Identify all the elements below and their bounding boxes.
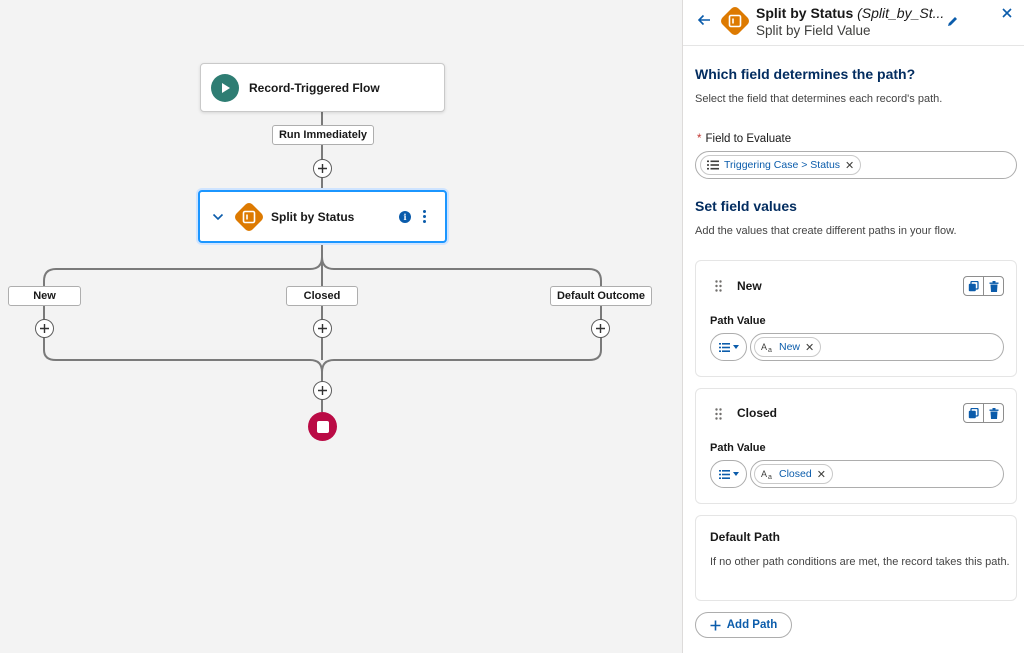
add-element-button[interactable] xyxy=(591,319,610,338)
start-node[interactable]: Record-Triggered Flow xyxy=(200,63,445,112)
properties-panel: Split by Status (Split_by_St... Split by… xyxy=(682,0,1024,653)
drag-handle-icon[interactable] xyxy=(715,279,722,297)
path-value-input[interactable]: A a New ✕ xyxy=(750,333,1004,361)
panel-title: Split by Status (Split_by_St... xyxy=(756,5,944,21)
field-section-heading: Which field determines the path? xyxy=(695,66,916,82)
caret-down-icon xyxy=(732,472,739,476)
remove-chip-icon[interactable]: ✕ xyxy=(845,159,855,172)
field-section-help: Select the field that determines each re… xyxy=(695,93,943,105)
plus-icon xyxy=(318,324,327,333)
field-chip[interactable]: Triggering Case > Status ✕ xyxy=(700,155,862,175)
caret-down-icon xyxy=(732,345,739,349)
plus-icon xyxy=(318,386,327,395)
plus-icon xyxy=(710,620,721,630)
add-element-button[interactable] xyxy=(313,381,332,400)
add-element-button[interactable] xyxy=(313,319,332,338)
path-value-input[interactable]: A a Closed ✕ xyxy=(750,460,1004,488)
remove-chip-icon[interactable]: ✕ xyxy=(805,341,815,354)
path-card-closed: Closed Path Value A a Closed ✕ xyxy=(695,388,1017,504)
drag-handle-icon[interactable] xyxy=(715,407,722,425)
text-type-icon: A a xyxy=(761,469,772,479)
default-path-card: Default Path If no other path conditions… xyxy=(695,515,1017,601)
list-icon xyxy=(718,469,730,479)
run-immediately-label: Run Immediately xyxy=(272,125,374,145)
decision-icon xyxy=(720,6,750,41)
plus-icon xyxy=(596,324,605,333)
values-section-help: Add the values that create different pat… xyxy=(695,225,957,237)
required-marker: * xyxy=(697,133,702,145)
add-path-button[interactable]: Add Path xyxy=(695,612,792,638)
svg-text:A: A xyxy=(761,342,767,352)
value-chip-label: New xyxy=(779,341,801,353)
more-options-icon[interactable] xyxy=(421,210,427,223)
close-icon[interactable] xyxy=(1001,6,1013,24)
info-icon[interactable]: i xyxy=(399,210,411,223)
end-node[interactable] xyxy=(308,412,337,441)
start-node-title: Record-Triggered Flow xyxy=(249,80,380,95)
field-to-evaluate-input[interactable]: Triggering Case > Status ✕ xyxy=(695,151,1017,179)
field-to-evaluate-label: *Field to Evaluate xyxy=(697,133,791,145)
path-value-label: Path Value xyxy=(710,442,766,454)
path-name: Closed xyxy=(737,406,778,420)
list-icon xyxy=(707,160,719,170)
play-icon xyxy=(211,73,239,102)
list-icon xyxy=(718,342,730,352)
add-element-button[interactable] xyxy=(35,319,54,338)
value-chip[interactable]: A a New ✕ xyxy=(754,337,822,357)
copy-icon[interactable] xyxy=(964,277,983,295)
delete-icon[interactable] xyxy=(983,404,1003,422)
value-type-dropdown[interactable] xyxy=(710,460,747,488)
default-path-text: If no other path conditions are met, the… xyxy=(710,556,1010,568)
panel-title-label: Split by Status xyxy=(756,5,854,21)
path-name: New xyxy=(737,279,762,293)
default-path-title: Default Path xyxy=(710,530,781,544)
path-value-label: Path Value xyxy=(710,315,766,327)
path-actions xyxy=(963,276,1004,296)
branch-label-new: New xyxy=(8,286,81,306)
delete-icon[interactable] xyxy=(983,277,1003,295)
path-card-new: New Path Value A a New ✕ xyxy=(695,260,1017,377)
add-path-label: Add Path xyxy=(726,619,778,631)
svg-text:a: a xyxy=(768,474,772,479)
edit-pencil-icon[interactable] xyxy=(946,15,959,33)
flow-canvas[interactable]: Record-Triggered Flow Run Immediately Sp… xyxy=(0,0,682,653)
panel-subtitle: Split by Field Value xyxy=(756,23,871,38)
decision-icon xyxy=(234,202,264,232)
plus-icon xyxy=(318,164,327,173)
decision-node-title: Split by Status xyxy=(271,209,355,224)
branch-label-closed: Closed xyxy=(286,286,358,306)
branch-label-default-outcome: Default Outcome xyxy=(550,286,652,306)
back-arrow-icon[interactable] xyxy=(697,13,711,32)
decision-node-split-by-status[interactable]: Split by Status i xyxy=(198,190,447,243)
panel-api-name: (Split_by_St... xyxy=(857,5,944,21)
panel-header: Split by Status (Split_by_St... Split by… xyxy=(683,0,1024,46)
value-type-dropdown[interactable] xyxy=(710,333,747,361)
values-section-heading: Set field values xyxy=(695,198,797,214)
plus-icon xyxy=(40,324,49,333)
value-chip[interactable]: A a Closed ✕ xyxy=(754,464,833,484)
svg-text:A: A xyxy=(761,469,767,479)
path-actions xyxy=(963,403,1004,423)
chevron-down-icon[interactable] xyxy=(212,213,226,221)
remove-chip-icon[interactable]: ✕ xyxy=(816,468,826,481)
field-to-evaluate-text: Field to Evaluate xyxy=(705,133,792,145)
copy-icon[interactable] xyxy=(964,404,983,422)
text-type-icon: A a xyxy=(761,342,772,352)
field-chip-label: Triggering Case > Status xyxy=(724,159,841,171)
stop-icon xyxy=(316,420,329,433)
value-chip-label: Closed xyxy=(779,468,812,480)
svg-text:a: a xyxy=(768,347,772,352)
add-element-button[interactable] xyxy=(313,159,332,178)
